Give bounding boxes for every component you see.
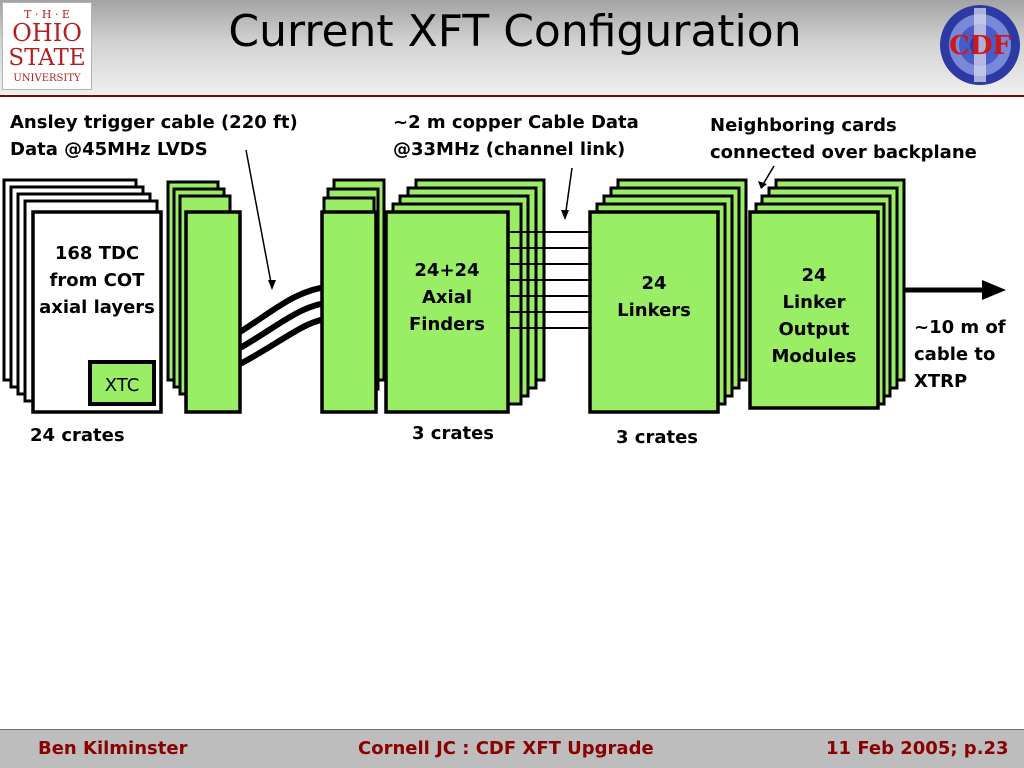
- linker-output-module-stack: [748, 178, 906, 410]
- cdf-logo-text: CDF: [949, 31, 1011, 61]
- linker-stack: [588, 178, 748, 414]
- linker-label-line2: Linkers: [617, 300, 691, 321]
- output-cable-label-line3: XTRP: [914, 371, 968, 392]
- ansley-cable-bundle: [238, 283, 333, 367]
- osu-logo-line4: UNIVERSITY: [13, 73, 81, 84]
- lom-label-line1: 24: [801, 265, 827, 286]
- xtc-box: [88, 360, 156, 406]
- footer-date-page: 11 Feb 2005; p.23: [826, 738, 1009, 759]
- osu-logo-line1: T · H · E: [24, 8, 70, 21]
- osu-logo-line2: OHIO: [12, 19, 82, 47]
- lom-label-line4: Modules: [771, 346, 857, 367]
- linker-crate-count: 3 crates: [616, 427, 699, 448]
- ansley-cable-label-line1: Ansley trigger cable (220 ft): [10, 112, 298, 133]
- axial-finder-stack: [384, 178, 546, 414]
- linker-label-line1: 24: [641, 273, 667, 294]
- callout-pointers: [245, 149, 775, 290]
- slide-header: [0, 0, 1024, 94]
- output-cable-label-line1: ~10 m of: [914, 317, 1006, 338]
- backplane-label-line2: connected over backplane: [710, 142, 977, 163]
- lom-label-line3: Output: [778, 319, 850, 340]
- finder-label-line1: 24+24: [414, 260, 480, 281]
- output-cable-label-line2: cable to: [914, 344, 996, 365]
- channel-link-wires: [508, 231, 592, 329]
- tdc-label-line3: axial layers: [39, 297, 155, 318]
- output-arrow: [904, 280, 1006, 300]
- linker-label: 24 Linkers: [592, 270, 716, 324]
- cdf-logo: CDF: [938, 2, 1022, 88]
- copper-cable-label-line1: ~2 m copper Cable Data: [393, 112, 639, 133]
- footer-talk-title: Cornell JC : CDF XFT Upgrade: [358, 738, 654, 759]
- finder-label-line2: Axial: [421, 287, 473, 308]
- finder-crate-count: 3 crates: [412, 423, 495, 444]
- osu-logo-line3: STATE: [8, 45, 85, 71]
- backplane-label-line1: Neighboring cards: [710, 115, 897, 136]
- slide-footer: [0, 730, 1024, 768]
- slide-title: Current XFT Configuration: [228, 6, 802, 57]
- finder-label-line3: Finders: [409, 314, 485, 335]
- tdc-label-line1: 168 TDC: [54, 243, 140, 264]
- copper-cable-label-line2: @33MHz (channel link): [393, 139, 626, 160]
- lom-label-line2: Linker: [782, 292, 846, 313]
- header-rule: [0, 95, 1024, 97]
- tdc-crate-count: 24 crates: [30, 425, 125, 446]
- tdc-output-card-stack: [166, 180, 242, 414]
- tdc-box-label: 168 TDC from COT axial layers: [35, 240, 159, 321]
- ansley-cable-label-line2: Data @45MHz LVDS: [10, 139, 208, 160]
- footer-author: Ben Kilminster: [38, 738, 188, 759]
- axial-finder-label: 24+24 Axial Finders: [388, 257, 506, 338]
- linker-output-module-label: 24 Linker Output Modules: [752, 262, 876, 370]
- tdc-label-line2: from COT: [49, 270, 145, 291]
- xtc-label: XTC: [104, 375, 140, 396]
- xft-block-diagram: [2, 149, 1006, 414]
- finder-receiver-card-stack: [320, 178, 386, 414]
- ohio-state-logo: T · H · E OHIO STATE UNIVERSITY: [2, 2, 92, 90]
